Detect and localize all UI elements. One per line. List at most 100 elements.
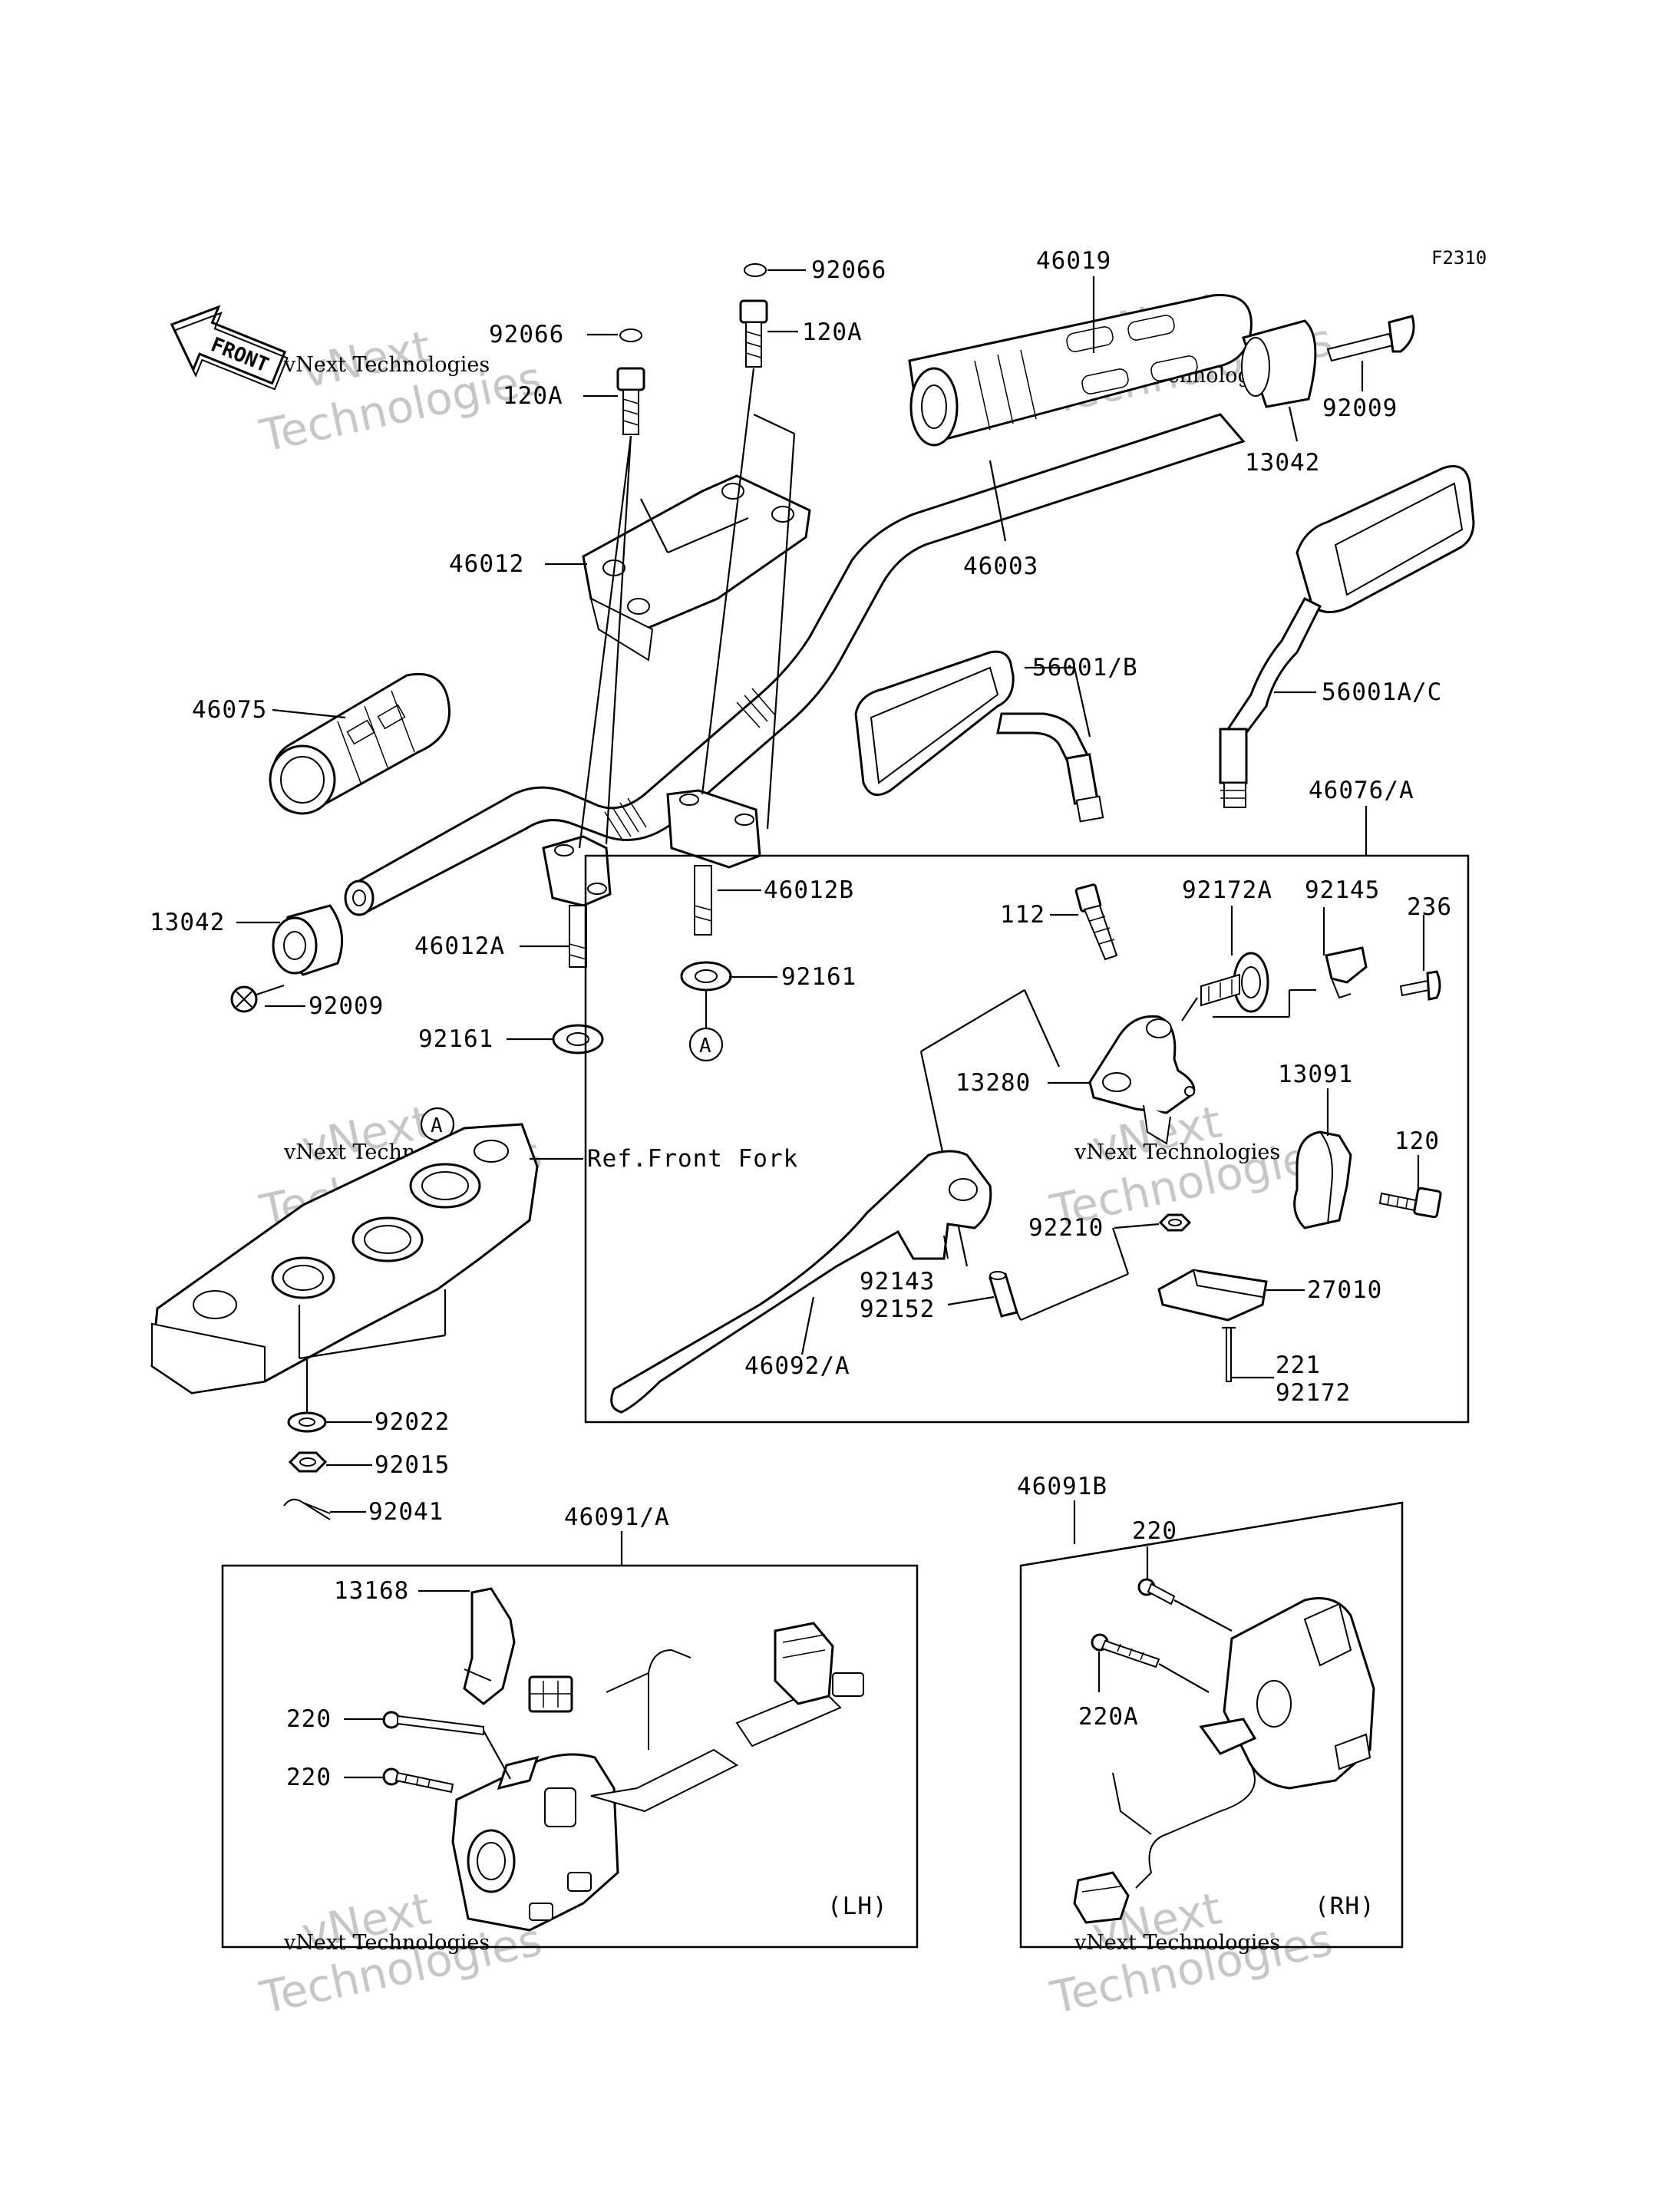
label-13042-left: 13042	[150, 909, 225, 936]
brake-lever-46092a	[610, 1150, 992, 1414]
label-46076a: 46076/A	[1309, 777, 1414, 804]
label-112: 112	[1000, 901, 1045, 929]
label-120: 120	[1394, 1127, 1440, 1155]
cover-13168	[463, 1587, 516, 1705]
label-220-rh: 220	[1132, 1517, 1177, 1545]
rh-label: (RH)	[1315, 1893, 1375, 1920]
label-92210: 92210	[1028, 1214, 1104, 1242]
circle-ref-a-bottom: A	[688, 990, 724, 1062]
screw-221	[1222, 1326, 1236, 1382]
mirror-right-56001ac	[1219, 465, 1475, 808]
label-92009-left: 92009	[309, 992, 384, 1020]
washer-92066-left	[619, 328, 642, 342]
right-bar-end	[1241, 319, 1317, 408]
switch-rh	[1112, 1597, 1375, 1889]
cotter-pin-92041	[283, 1498, 331, 1520]
left-bar-end	[272, 904, 344, 976]
label-92009-top: 92009	[1322, 394, 1398, 422]
label-92145: 92145	[1305, 876, 1380, 904]
label-92161-right: 92161	[781, 963, 857, 991]
nut-92210	[1158, 1213, 1192, 1232]
clamp-13091	[1293, 1130, 1352, 1229]
label-92066: 92066	[811, 256, 886, 284]
label-92161-left: 92161	[418, 1025, 493, 1053]
label-27010: 27010	[1307, 1276, 1382, 1304]
label-46075: 46075	[192, 696, 267, 724]
label-13091: 13091	[1278, 1061, 1353, 1088]
washer-92161-right	[680, 961, 732, 992]
switch-27010	[1157, 1269, 1268, 1322]
label-46012a: 46012A	[414, 932, 505, 960]
label-92152: 92152	[860, 1295, 935, 1323]
label-220-lh1: 220	[286, 1705, 332, 1733]
spring-92145	[1325, 946, 1368, 999]
label-220a: 220A	[1078, 1703, 1139, 1731]
label-56001b: 56001/B	[1032, 654, 1138, 682]
figure-code: F2310	[1431, 247, 1487, 269]
bolt-120a-top	[739, 299, 768, 368]
label-92022: 92022	[375, 1408, 450, 1436]
label-92015: 92015	[375, 1451, 450, 1479]
label-46091a: 46091/A	[564, 1503, 670, 1531]
circle-ref-label: A	[699, 1035, 711, 1058]
lever-assembly-box	[584, 854, 1470, 1424]
washer-92161-left	[552, 1024, 604, 1054]
label-leaders	[236, 269, 1425, 1779]
lh-harness	[590, 1648, 842, 1813]
label-46019: 46019	[1036, 247, 1111, 275]
part-labels: 92066 46019 92066 120A 120A 92009 13042 …	[150, 247, 1452, 1791]
screw-112	[1074, 883, 1118, 961]
screw-220a	[1091, 1633, 1210, 1693]
screw-220-lh2	[382, 1767, 454, 1794]
label-46012b: 46012B	[764, 876, 854, 904]
label-13042-top: 13042	[1245, 449, 1320, 477]
label-92143: 92143	[860, 1268, 935, 1295]
label-92041: 92041	[368, 1498, 444, 1526]
rh-connector	[1073, 1871, 1130, 1924]
watermark-small: vNext Technologies	[283, 353, 490, 377]
lh-label: (LH)	[827, 1893, 888, 1920]
collar-92143	[989, 1271, 1018, 1318]
screw-220-lh1	[382, 1711, 511, 1780]
label-236: 236	[1407, 893, 1452, 921]
label-46003: 46003	[963, 553, 1038, 580]
switch-lh	[451, 1753, 619, 1932]
left-grip	[269, 672, 451, 815]
upper-clamp	[582, 474, 811, 662]
screw-236	[1399, 970, 1441, 1001]
washer-92022	[287, 1411, 327, 1433]
ref-front-fork-label: Ref.Front Fork	[587, 1145, 798, 1173]
right-grip	[908, 294, 1253, 447]
rh-switch-box	[1019, 1501, 1404, 1949]
handlebar	[344, 413, 1246, 916]
fork-assembly-lines	[298, 1289, 447, 1412]
assembly-lines	[578, 368, 796, 849]
connector-large	[774, 1622, 864, 1705]
label-221: 221	[1276, 1351, 1321, 1379]
label-92066-left: 92066	[489, 321, 564, 348]
connector-small	[528, 1675, 573, 1713]
fork-triple-clamp	[150, 1123, 539, 1394]
label-56001ac: 56001A/C	[1322, 678, 1442, 706]
washer-92066-top	[744, 263, 767, 277]
watermark-small: vNext Technologies	[1074, 1140, 1280, 1164]
right-bar-end-screw	[1326, 315, 1415, 362]
label-92172: 92172	[1276, 1379, 1351, 1407]
mirror-left-56001b	[854, 650, 1104, 823]
adjuster-92172a	[1200, 952, 1269, 1013]
front-arrow-icon: FRONT	[170, 305, 289, 391]
label-120a-top: 120A	[802, 318, 863, 346]
bolt-120	[1378, 1186, 1442, 1219]
screw-220-rh	[1137, 1578, 1233, 1632]
label-13168: 13168	[334, 1577, 409, 1605]
nut-92015	[288, 1451, 328, 1473]
left-bar-end-screw	[230, 984, 285, 1013]
label-46091b: 46091B	[1017, 1473, 1107, 1500]
label-46092a: 46092/A	[744, 1352, 850, 1380]
lever-holder-13280	[1088, 1015, 1196, 1145]
watermark-small: vNext Technologies	[283, 1931, 490, 1955]
label-13280: 13280	[956, 1069, 1031, 1097]
label-46012: 46012	[449, 550, 524, 578]
lh-switch-box	[221, 1564, 919, 1949]
bolt-120a-left	[616, 367, 645, 435]
